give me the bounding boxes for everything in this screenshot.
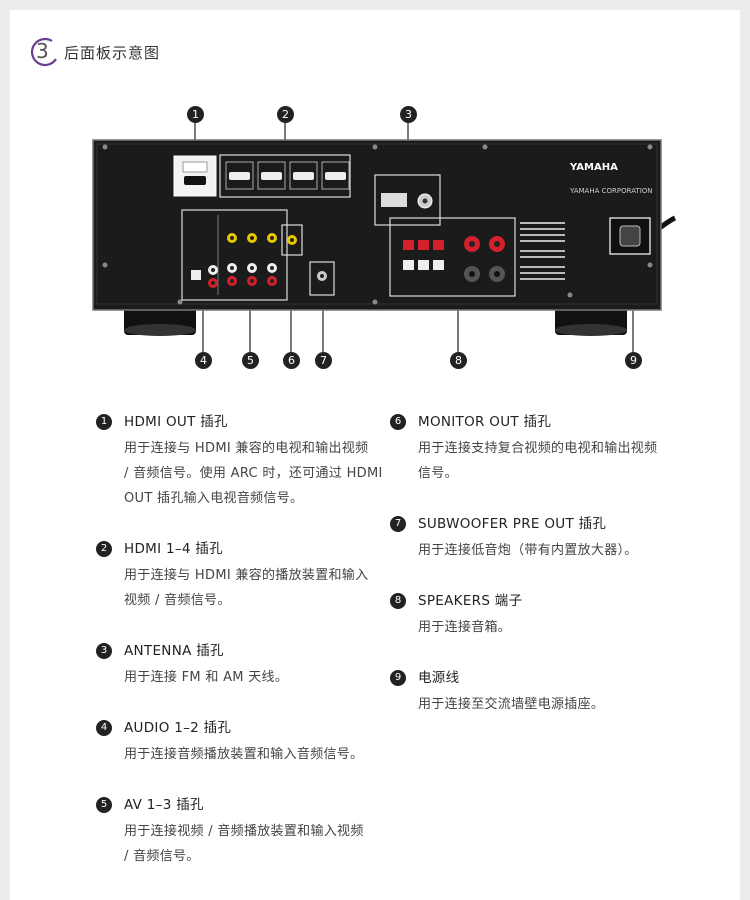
item-description: 用于连接音箱。 <box>418 620 512 635</box>
item-title: ANTENNA 插孔 <box>124 643 224 659</box>
item-description: 用于连接 FM 和 AM 天线。 <box>124 670 289 685</box>
callout-1: 1 <box>187 106 204 123</box>
list-item: 5 AV 1–3 插孔 用于连接视频 / 音频播放装置和输入视频 / 音频信号。 <box>96 795 386 869</box>
callout-8: 8 <box>450 352 467 369</box>
list-item: 4 AUDIO 1–2 插孔 用于连接音频播放装置和输入音频信号。 <box>96 718 386 767</box>
item-number-badge: 9 <box>390 670 406 686</box>
item-number-badge: 8 <box>390 593 406 609</box>
badge-arc-icon <box>31 37 57 67</box>
item-description: 用于连接支持复合视频的电视和输出视频 信号。 <box>418 441 658 481</box>
list-item: 8 SPEAKERS 端子 用于连接音箱。 <box>390 591 690 640</box>
item-description: 用于连接低音炮（带有内置放大器）。 <box>418 543 638 558</box>
callout-3: 3 <box>400 106 417 123</box>
speakers-block <box>389 217 516 297</box>
callout-7: 7 <box>315 352 332 369</box>
descriptions-right: 6 MONITOR OUT 插孔 用于连接支持复合视频的电视和输出视频 信号。 … <box>390 412 690 717</box>
item-description: 用于连接与 HDMI 兼容的播放装置和输入 视频 / 音频信号。 <box>124 568 369 608</box>
callout-4: 4 <box>195 352 212 369</box>
callout-6: 6 <box>283 352 300 369</box>
section-title: 后面板示意图 <box>64 43 161 62</box>
item-number-badge: 4 <box>96 720 112 736</box>
item-title: AUDIO 1–2 插孔 <box>124 720 232 736</box>
item-number-badge: 6 <box>390 414 406 430</box>
callout-2: 2 <box>277 106 294 123</box>
page: 3 后面板示意图 <box>10 10 740 900</box>
item-number-badge: 7 <box>390 516 406 532</box>
antenna-block <box>374 174 441 226</box>
rear-panel-svg: YAMAHA YAMAHA CORPORATION <box>92 115 677 352</box>
descriptions-left: 1 HDMI OUT 插孔 用于连接与 HDMI 兼容的电视和输出视频 / 音频… <box>96 412 386 869</box>
item-number-badge: 1 <box>96 414 112 430</box>
hdmi-input-block <box>219 154 351 198</box>
list-item: 1 HDMI OUT 插孔 用于连接与 HDMI 兼容的电视和输出视频 / 音频… <box>96 412 386 511</box>
item-number-badge: 3 <box>96 643 112 659</box>
item-number-badge: 2 <box>96 541 112 557</box>
section-header: 3 后面板示意图 <box>30 34 160 70</box>
list-item: 2 HDMI 1–4 插孔 用于连接与 HDMI 兼容的播放装置和输入 视频 /… <box>96 539 386 613</box>
subwoofer-out-block <box>309 261 335 296</box>
section-number: 3 <box>36 39 49 63</box>
item-title: AV 1–3 插孔 <box>124 797 204 813</box>
item-description: 用于连接音频播放装置和输入音频信号。 <box>124 747 364 762</box>
item-title: HDMI OUT 插孔 <box>124 414 228 430</box>
corporation-label: YAMAHA CORPORATION <box>569 187 653 195</box>
item-description: 用于连接至交流墙壁电源插座。 <box>418 697 605 712</box>
item-description: 用于连接与 HDMI 兼容的电视和输出视频 / 音频信号。使用 ARC 时，还可… <box>124 441 383 506</box>
item-title: SPEAKERS 端子 <box>418 593 523 609</box>
list-item: 7 SUBWOOFER PRE OUT 插孔 用于连接低音炮（带有内置放大器）。 <box>390 514 690 563</box>
monitor-out-block <box>281 224 303 256</box>
item-title: SUBWOOFER PRE OUT 插孔 <box>418 516 607 532</box>
rear-panel-diagram: YAMAHA YAMAHA CORPORATION <box>10 90 740 370</box>
brand-label: YAMAHA <box>569 162 618 173</box>
list-item: 6 MONITOR OUT 插孔 用于连接支持复合视频的电视和输出视频 信号。 <box>390 412 690 486</box>
item-title: MONITOR OUT 插孔 <box>418 414 552 430</box>
list-item: 9 电源线 用于连接至交流墙壁电源插座。 <box>390 668 690 717</box>
item-description: 用于连接视频 / 音频播放装置和输入视频 / 音频信号。 <box>124 824 364 864</box>
item-title: 电源线 <box>418 670 460 686</box>
item-title: HDMI 1–4 插孔 <box>124 541 223 557</box>
list-item: 3 ANTENNA 插孔 用于连接 FM 和 AM 天线。 <box>96 641 386 690</box>
item-number-badge: 5 <box>96 797 112 813</box>
section-number-badge: 3 <box>30 37 60 67</box>
callout-9: 9 <box>625 352 642 369</box>
callout-5: 5 <box>242 352 259 369</box>
